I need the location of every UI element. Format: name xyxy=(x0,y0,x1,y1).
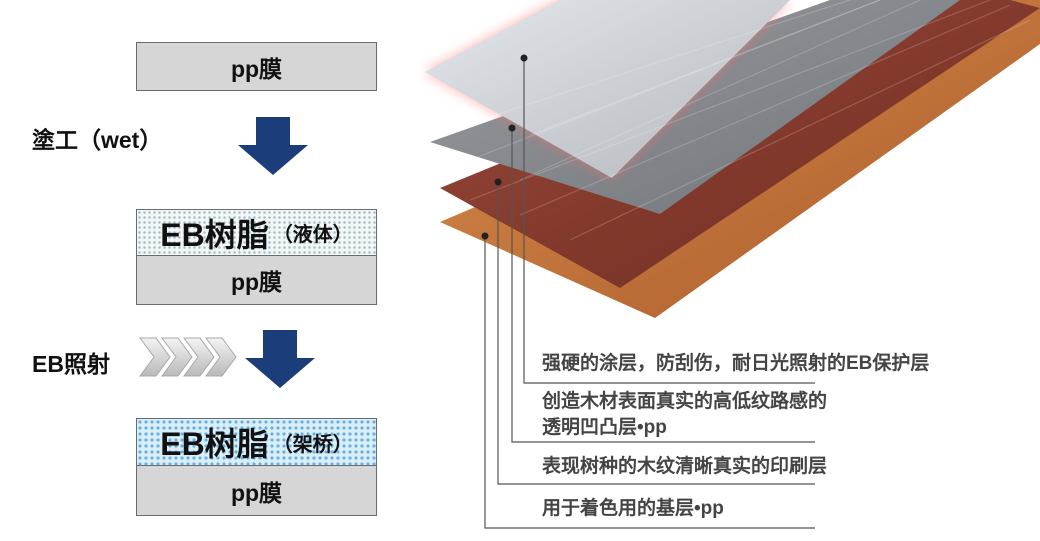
chevron-arrows-icon xyxy=(139,337,237,377)
down-arrow-icon-2 xyxy=(245,330,315,388)
pp-film-box-1: pp膜 xyxy=(136,42,377,91)
emboss-layer xyxy=(430,0,960,214)
pp-film-label-2: pp膜 xyxy=(230,269,283,295)
callout-eb-protective: 强硬的涂层，防刮伤，耐日光照射的EB保护层 xyxy=(542,353,930,374)
eb-resin-crosslinked-state: （架桥） xyxy=(272,433,353,456)
eb-resin-liquid-state: （液体） xyxy=(272,224,353,246)
callout-base-layer: 用于着色用的基层•pp xyxy=(542,498,724,519)
pp-film-box-2: pp膜 xyxy=(136,255,377,305)
pp-film-label-1: pp膜 xyxy=(230,55,283,82)
eb-protective-layer xyxy=(425,0,790,178)
eb-irradiation-label: EB照射 xyxy=(32,351,110,377)
pp-film-box-3: pp膜 xyxy=(136,465,377,516)
pp-film-label-3: pp膜 xyxy=(230,479,283,506)
down-arrow-icon-1 xyxy=(238,117,308,175)
callout-emboss-line2: 透明凹凸层•pp xyxy=(542,417,667,438)
eb-resin-liquid-label: EB树脂 xyxy=(160,216,269,253)
callout-print-layer: 表现树种的木纹清晰真实的印刷层 xyxy=(542,456,828,477)
callout-emboss-line1: 创造木材表面真实的高低纹路感的 xyxy=(542,391,828,412)
eb-resin-crosslinked-label: EB树脂 xyxy=(160,426,269,462)
eb-resin-crosslinked-layer: EB树脂 （架桥） xyxy=(136,418,377,466)
coating-step-label: 塗工（wet） xyxy=(32,127,163,153)
